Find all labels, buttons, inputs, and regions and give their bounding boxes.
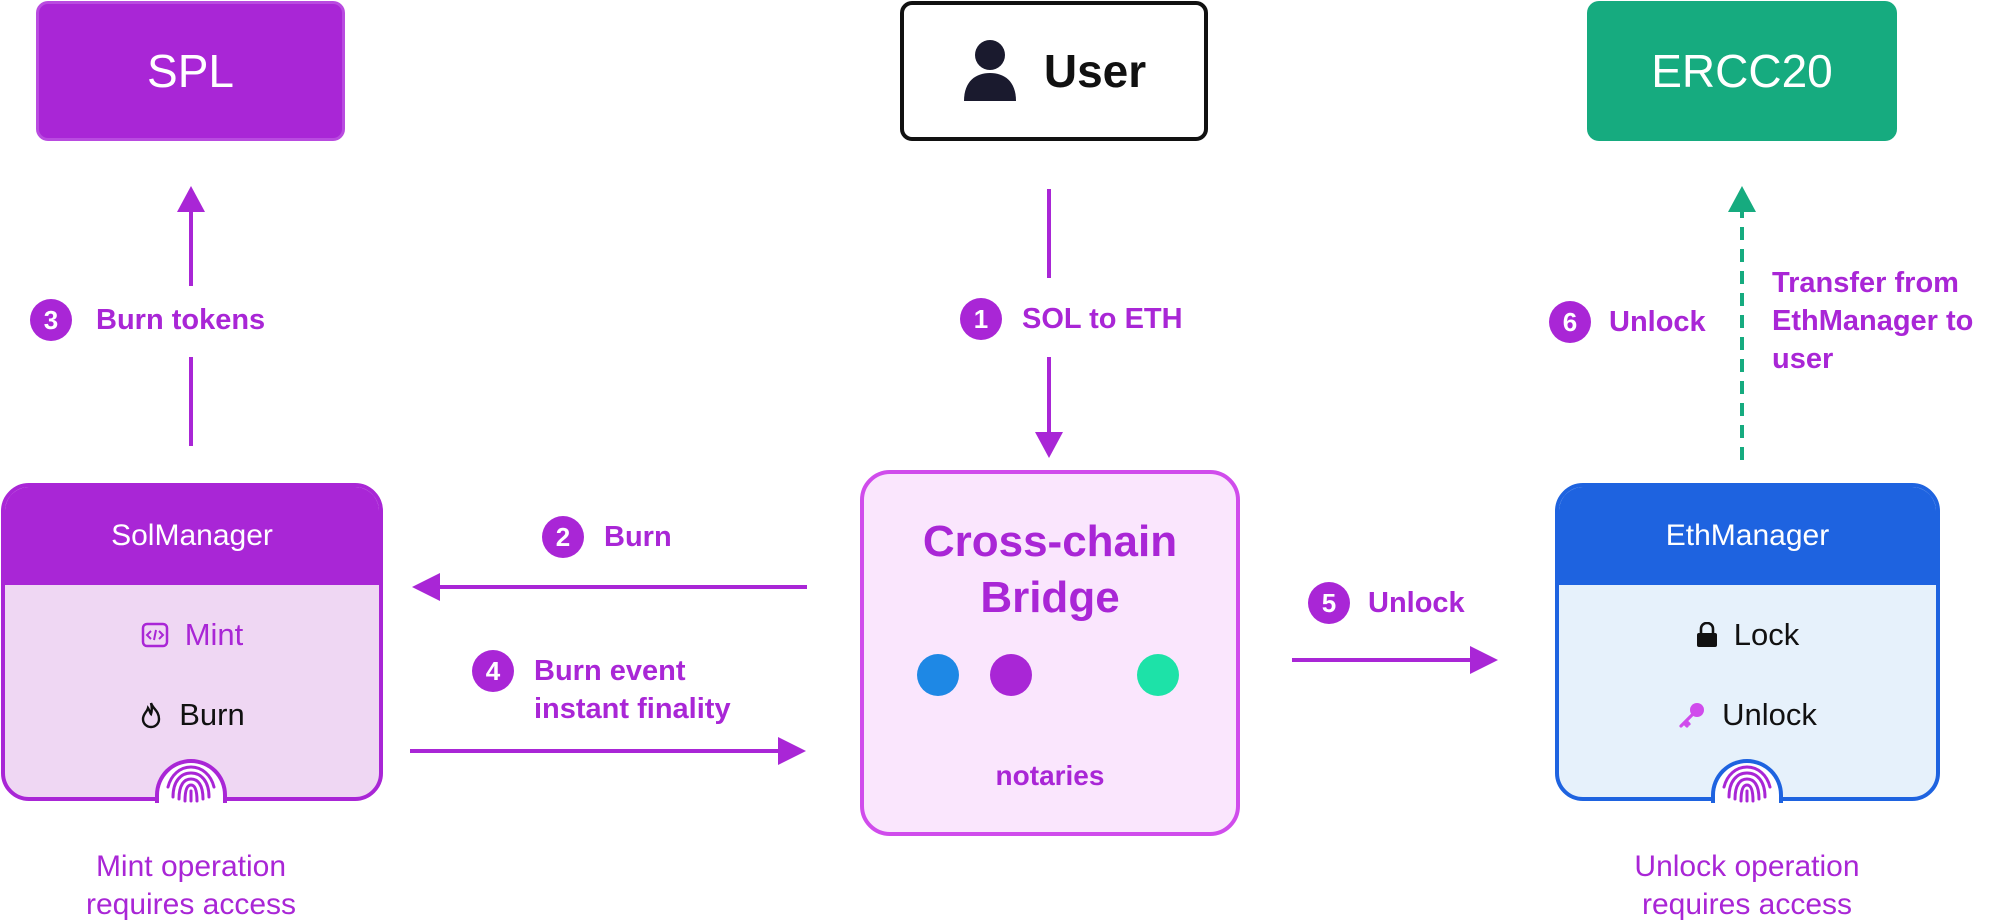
mint-access-caption: Mint operation requires access [41, 848, 341, 924]
notary-dot-green [1137, 654, 1179, 696]
step-6-badge: 6 [1549, 301, 1591, 343]
step-5-label: 5 Unlock [1308, 582, 1465, 624]
step-4-text-line1: Burn event [534, 655, 686, 687]
step-2-label: 2 Burn [542, 516, 672, 558]
user-node: User [900, 1, 1208, 141]
arrow-burn-head [412, 573, 440, 601]
sol-manager-mint-label: Mint [184, 617, 244, 652]
sol-fingerprint-tab [155, 759, 227, 803]
sol-manager-burn-label: Burn [179, 697, 245, 732]
step-4-label: 4 Burn event instant finality [472, 650, 731, 728]
eth-manager-lock-row: Lock [1559, 617, 1936, 653]
eth-manager-lock-label: Lock [1733, 617, 1800, 652]
transfer-line2: EthManager to [1772, 305, 1974, 337]
step-1-text: SOL to ETH [1022, 303, 1183, 335]
eth-manager-header: EthManager [1559, 487, 1936, 585]
sol-manager-title: SolManager [111, 519, 273, 552]
step-1-label: 1 SOL to ETH [960, 298, 1183, 340]
ercc20-node: ERCC20 [1587, 1, 1897, 141]
notary-dot-blue [917, 654, 959, 696]
notary-dot-purple [990, 654, 1032, 696]
step-4-text: Burn event instant finality [534, 652, 731, 728]
key-icon [1679, 703, 1705, 728]
step-5-text: Unlock [1368, 587, 1465, 619]
sol-manager-mint-row: Mint [5, 617, 379, 653]
ercc20-label: ERCC20 [1651, 45, 1833, 97]
transfer-line1: Transfer from [1772, 267, 1959, 299]
mint-access-line2: requires access [85, 888, 297, 921]
step-3-label: 3 Burn tokens [30, 299, 266, 341]
unlock-access-caption: Unlock operation requires access [1597, 848, 1897, 924]
step-3-badge: 3 [30, 299, 72, 341]
arrow-unlock-head [1470, 646, 1498, 674]
cross-chain-bridge-node: Cross-chain Bridge notaries [860, 470, 1240, 836]
fingerprint-icon [166, 765, 216, 803]
user-label: User [1043, 45, 1147, 97]
bridge-title-line2: Bridge [980, 573, 1120, 622]
step-6-label: 6 Unlock [1549, 301, 1706, 343]
spl-node: SPL [36, 1, 345, 141]
sol-manager-burn-row: Burn [5, 697, 379, 733]
lock-icon [1696, 622, 1717, 647]
sol-manager-header: SolManager [5, 487, 379, 585]
spl-label: SPL [147, 45, 234, 97]
step-6-text: Unlock [1609, 306, 1706, 338]
eth-manager-unlock-label: Unlock [1722, 697, 1817, 732]
code-icon [141, 622, 168, 648]
bridge-title-line1: Cross-chain [922, 517, 1178, 566]
sol-manager-node: SolManager Mint Burn [1, 483, 383, 801]
unlock-access-line1: Unlock operation [1634, 850, 1860, 883]
arrow-burn-event-head [778, 737, 806, 765]
notaries-label: notaries [995, 760, 1105, 791]
step-3-text: Burn tokens [96, 304, 266, 336]
arrow-sol-to-eth-head [1035, 432, 1063, 458]
bridge-title: Cross-chain Bridge [923, 514, 1177, 626]
transfer-annotation: Transfer from EthManager to user [1772, 264, 1973, 378]
step-4-text-line2: instant finality [534, 693, 731, 725]
step-1-badge: 1 [960, 298, 1002, 340]
eth-fingerprint-tab [1711, 759, 1783, 803]
step-5-badge: 5 [1308, 582, 1350, 624]
fingerprint-icon [1722, 765, 1772, 803]
eth-manager-title: EthManager [1665, 519, 1830, 552]
arrow-transfer-head [1728, 186, 1756, 212]
step-2-badge: 2 [542, 516, 584, 558]
arrow-burn-tokens-head [177, 186, 205, 212]
eth-manager-node: EthManager Lock Unlock [1555, 483, 1940, 801]
step-2-text: Burn [604, 521, 672, 553]
mint-access-line1: Mint operation [95, 850, 287, 883]
fire-icon [142, 702, 161, 729]
unlock-access-line2: requires access [1641, 888, 1853, 921]
eth-manager-unlock-row: Unlock [1559, 697, 1936, 733]
transfer-line3: user [1772, 343, 1834, 375]
step-4-badge: 4 [472, 650, 514, 692]
user-icon [963, 40, 1016, 101]
